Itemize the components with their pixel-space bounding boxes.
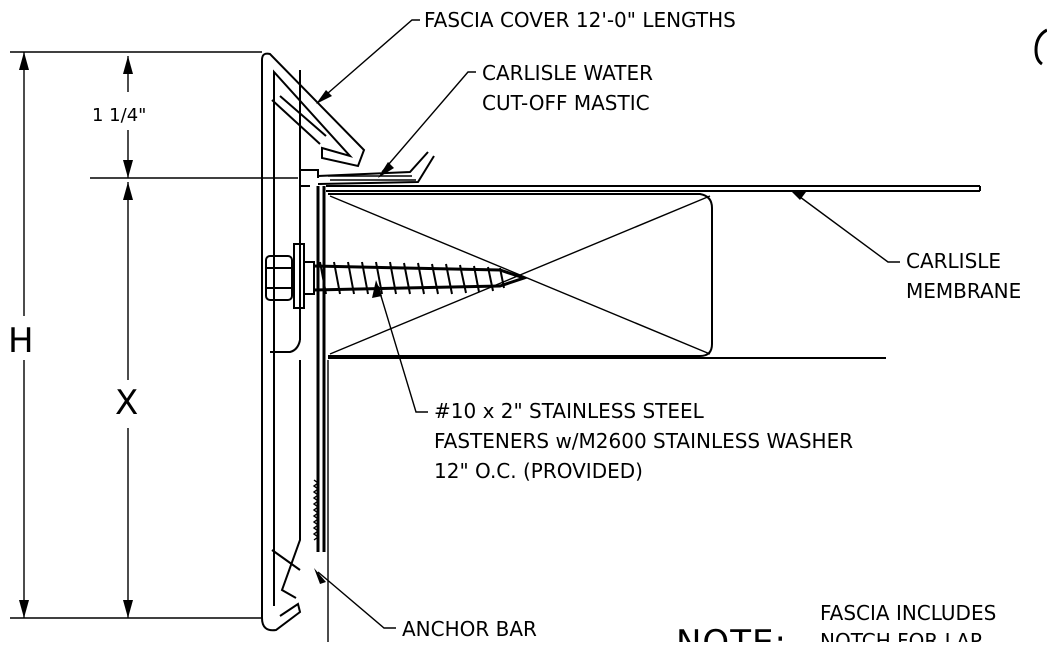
label-mastic-line1: CARLISLE WATER — [482, 61, 653, 85]
fastener — [265, 243, 529, 309]
leader-lines — [314, 19, 900, 629]
label-fastener-line3: 12" O.C. (PROVIDED) — [434, 459, 643, 483]
dimension-h — [10, 51, 262, 619]
mastic-clip — [317, 151, 435, 185]
dimension-x — [123, 182, 133, 618]
label-fastener-line2: FASTENERS w/M2600 STAINLESS WASHER — [434, 429, 853, 453]
label-membrane-line2: MEMBRANE — [906, 279, 1021, 303]
label-fastener-line1: #10 x 2" STAINLESS STEEL — [434, 399, 705, 423]
dimension-x-label: X — [115, 383, 138, 423]
note-line1: FASCIA INCLUDES — [820, 601, 996, 625]
dimension-h-label: H — [8, 321, 34, 361]
label-membrane-line1: CARLISLE — [906, 249, 1001, 273]
note-line2: NOTCH FOR LAP — [820, 629, 982, 642]
label-fascia-cover: FASCIA COVER 12'-0" LENGTHS — [424, 8, 736, 32]
detail-callout-circle — [1034, 28, 1047, 66]
label-anchor-bar: ANCHOR BAR — [402, 617, 537, 641]
fascia-cover-profile — [261, 52, 366, 632]
wood-nailer — [328, 193, 886, 359]
note-title: NOTE: — [676, 623, 787, 642]
anchor-bar — [312, 186, 329, 642]
dimension-top-offset — [90, 56, 298, 179]
label-mastic-line2: CUT-OFF MASTIC — [482, 91, 650, 115]
dimension-top-offset-label: 1 1/4" — [92, 105, 146, 126]
roof-membrane — [326, 185, 981, 192]
